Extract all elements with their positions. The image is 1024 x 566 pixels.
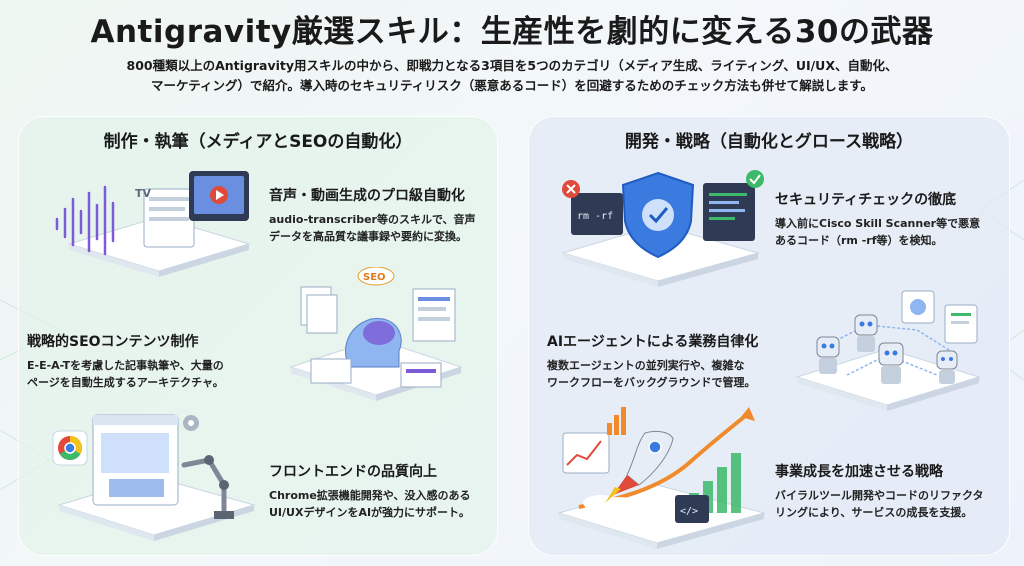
- left-item-3-desc-line-2: UI/UXデザインをAIが強力にサポート。: [269, 506, 470, 519]
- left-item-1: 音声・動画生成のプロ級自動化 audio-transcriber等のスキルで、音…: [269, 185, 476, 245]
- left-item-2-desc-line-1: E-E-A-Tを考慮した記事執筆や、大量の: [27, 359, 224, 372]
- left-item-3: フロントエンドの品質向上 Chrome拡張機能開発や、没入感のある UI/UXデ…: [269, 461, 470, 521]
- growth-illustration: </>: [557, 407, 766, 549]
- rocket-icon: [605, 430, 674, 503]
- right-item-1: セキュリティチェックの徹底 導入前にCisco Skill Scanner等で悪…: [775, 189, 980, 249]
- right-item-2: AIエージェントによる業務自律化 複数エージェントの並列実行や、複雑な ワークフ…: [547, 331, 758, 391]
- right-panel-header: 開発・戦略（自動化とグロース戦略）: [624, 132, 914, 152]
- left-item-1-title: 音声・動画生成のプロ級自動化: [269, 188, 465, 204]
- left-item-1-desc-line-1: audio-transcriber等のスキルで、音声: [269, 213, 476, 226]
- right-item-3: 事業成長を加速させる戦略 バイラルツール開発やコードのリファクタ リングにより、…: [775, 461, 984, 521]
- right-item-1-desc-line-1: 導入前にCisco Skill Scanner等で悪意: [775, 217, 981, 230]
- right-item-3-desc-line-2: リングにより、サービスの成長を支援。: [775, 506, 973, 519]
- right-item-2-desc: 複数エージェントの並列実行や、複雑な ワークフローをバックグラウンドで管理。: [547, 357, 758, 391]
- left-item-2-desc-line-2: ページを自動生成するアーキテクチャ。: [27, 376, 224, 389]
- left-item-3-desc: Chrome拡張機能開発や、没入感のある UI/UXデザインをAIが強力にサポー…: [269, 487, 470, 521]
- robot-arm-icon: [181, 457, 227, 516]
- right-item-2-desc-line-2: ワークフローをバックグラウンドで管理。: [547, 376, 756, 389]
- left-panel: 制作・執筆（メディアとSEOの自動化） TV 音声・動画生成のプロ級自動化 au…: [18, 116, 498, 556]
- frontend-illustration: [52, 414, 256, 541]
- gear-icon: [910, 299, 926, 315]
- audio-video-illustration: TV: [55, 171, 251, 277]
- code-icon: </>: [680, 506, 698, 517]
- left-item-1-desc-line-2: データを高品質な議事録や要約に変換。: [269, 230, 467, 243]
- left-item-1-desc: audio-transcriber等のスキルで、音声 データを高品質な議事録や要…: [269, 211, 476, 245]
- right-item-2-title: AIエージェントによる業務自律化: [547, 334, 759, 350]
- right-item-1-desc: 導入前にCisco Skill Scanner等で悪意 あるコード（rm -rf…: [775, 215, 980, 249]
- right-item-3-desc-line-1: バイラルツール開発やコードのリファクタ: [775, 489, 984, 502]
- security-illustration: rm -rf: [561, 170, 764, 287]
- right-item-3-title: 事業成長を加速させる戦略: [775, 464, 943, 480]
- seo-label: SEO: [363, 272, 386, 283]
- page-subtitle: 800種類以上のAntigravity用スキルの中から、即戦力となる3項目を5つ…: [40, 56, 984, 96]
- left-item-3-desc-line-1: Chrome拡張機能開発や、没入感のある: [269, 489, 471, 502]
- right-item-1-desc-line-2: あるコード（rm -rf等）を検知。: [775, 234, 943, 247]
- page-title: Antigravity厳選スキル：生産性を劇的に変える30の武器: [90, 14, 934, 50]
- ai-agents-illustration: [795, 290, 981, 411]
- seo-brain-illustration: SEO: [289, 267, 463, 401]
- brain-icon: [363, 321, 395, 345]
- robot-icon: [816, 314, 958, 384]
- left-item-2-title: 戦略的SEOコンテンツ制作: [27, 334, 199, 350]
- left-item-3-title: フロントエンドの品質向上: [269, 464, 437, 480]
- rm-label: rm -rf: [577, 211, 613, 222]
- right-item-3-desc: バイラルツール開発やコードのリファクタ リングにより、サービスの成長を支援。: [775, 487, 984, 521]
- subtitle-line-2: マーケティング）で紹介。導入時のセキュリティリスク（悪意あるコード）を回避するた…: [150, 78, 873, 93]
- left-panel-header: 制作・執筆（メディアとSEOの自動化）: [103, 132, 413, 152]
- check-icon: [746, 170, 764, 188]
- right-panel: 開発・戦略（自動化とグロース戦略） rm -rf セキュリティチェックの徹底 導…: [528, 116, 1010, 556]
- tv-label: TV: [135, 187, 152, 200]
- right-item-1-title: セキュリティチェックの徹底: [775, 192, 957, 208]
- left-item-2: 戦略的SEOコンテンツ制作 E-E-A-Tを考慮した記事執筆や、大量の ページを…: [27, 331, 224, 391]
- right-item-2-desc-line-1: 複数エージェントの並列実行や、複雑な: [547, 359, 745, 372]
- left-item-2-desc: E-E-A-Tを考慮した記事執筆や、大量の ページを自動生成するアーキテクチャ。: [27, 357, 224, 391]
- subtitle-line-1: 800種類以上のAntigravity用スキルの中から、即戦力となる3項目を5つ…: [126, 58, 898, 73]
